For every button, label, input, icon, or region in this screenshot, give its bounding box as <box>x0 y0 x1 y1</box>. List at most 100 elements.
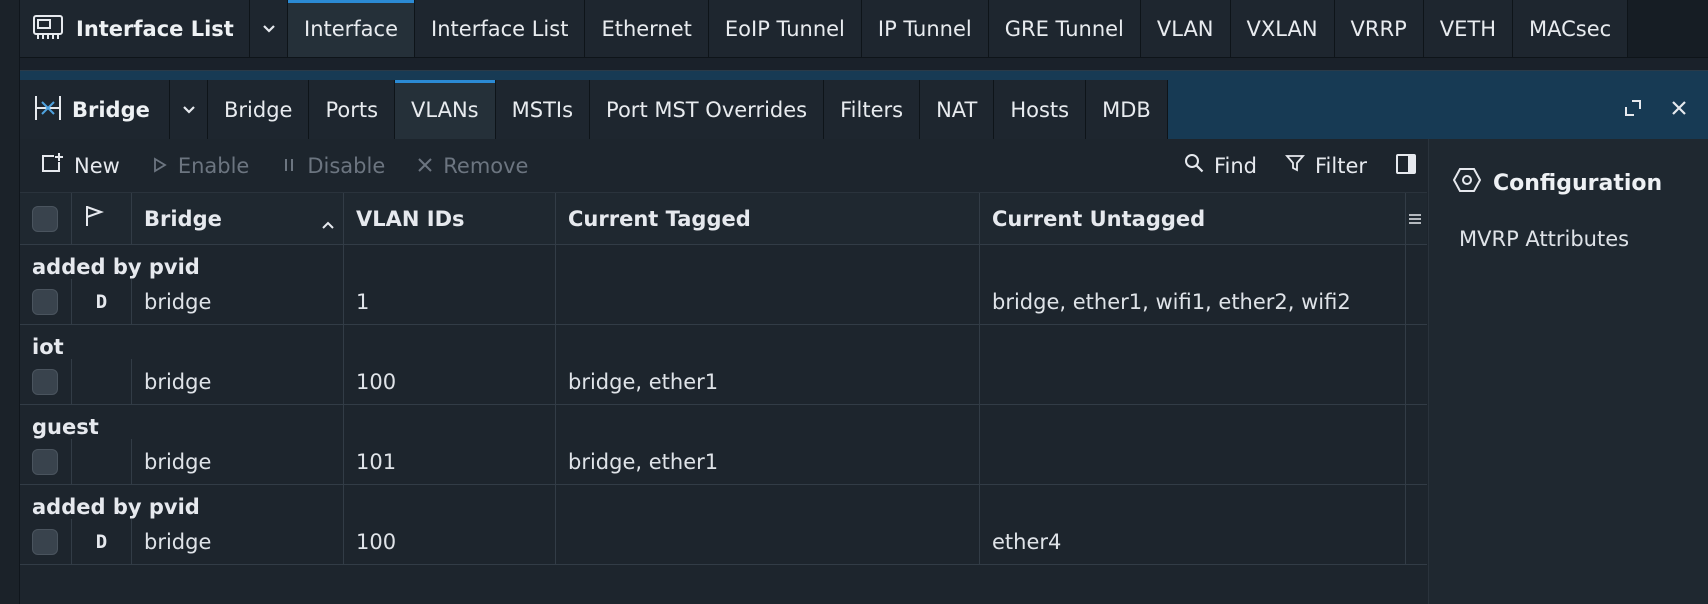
hexagon-icon <box>1452 167 1482 199</box>
table-row[interactable]: bridge 100 bridge, ether1 <box>20 359 1427 404</box>
row-checkbox[interactable] <box>20 439 72 484</box>
tab-ports[interactable]: Ports <box>309 80 396 139</box>
header-select-all-checkbox[interactable] <box>20 193 72 244</box>
row-flag: D <box>72 279 132 324</box>
disable-button[interactable]: Disable <box>281 154 385 178</box>
tab-nat[interactable]: NAT <box>920 80 995 139</box>
remove-button[interactable]: Remove <box>417 154 528 178</box>
row-checkbox[interactable] <box>20 279 72 324</box>
cell-bridge: bridge <box>132 359 344 404</box>
header-bridge[interactable]: Bridge <box>132 193 344 244</box>
header-current-tagged[interactable]: Current Tagged <box>556 193 980 244</box>
column-menu-icon[interactable] <box>1406 193 1427 244</box>
filter-button[interactable]: Filter <box>1285 153 1367 178</box>
top-tab-vrrp[interactable]: VRRP <box>1334 0 1424 57</box>
tab-bridge[interactable]: Bridge <box>208 80 310 139</box>
new-button[interactable]: New <box>40 152 120 179</box>
header-current-untagged[interactable]: Current Untagged <box>980 193 1406 244</box>
interface-list-icon <box>32 12 64 46</box>
top-tab-interface-list[interactable]: Interface List <box>415 0 586 57</box>
table-row[interactable]: D bridge 100 ether4 <box>20 519 1427 564</box>
top-title-label: Interface List <box>76 16 234 41</box>
top-tab-macsec[interactable]: MACsec <box>1513 0 1629 57</box>
window-title-label: Bridge <box>72 97 150 122</box>
top-tab-ethernet[interactable]: Ethernet <box>585 0 709 57</box>
tab-vlans[interactable]: VLANs <box>395 80 496 139</box>
row-flag <box>72 359 132 404</box>
table-group: added by pvid D bridge 100 ether4 <box>20 485 1427 565</box>
bridge-icon <box>32 93 64 127</box>
group-label-row: iot <box>20 325 1427 359</box>
header-current-tagged-label: Current Tagged <box>568 206 751 231</box>
filter-label: Filter <box>1314 153 1367 178</box>
cell-current-tagged: bridge, ether1 <box>556 359 980 404</box>
enable-button[interactable]: Enable <box>152 153 250 178</box>
cell-vlan-ids: 100 <box>344 519 556 564</box>
header-flag[interactable] <box>72 193 132 244</box>
disable-label: Disable <box>307 153 386 178</box>
top-tab-eoip-tunnel[interactable]: EoIP Tunnel <box>708 0 862 57</box>
search-icon <box>1184 153 1204 178</box>
cell-current-untagged: bridge, ether1, wifi1, ether2, wifi2 <box>980 279 1406 324</box>
table-row[interactable]: bridge 101 bridge, ether1 <box>20 439 1427 484</box>
pause-icon <box>281 154 297 178</box>
row-flag <box>72 439 132 484</box>
spacer <box>344 245 556 279</box>
tab-port-mst-overrides[interactable]: Port MST Overrides <box>590 80 825 139</box>
new-label: New <box>74 153 120 178</box>
x-icon <box>417 154 433 178</box>
group-label-row: added by pvid <box>20 245 1427 279</box>
cell-current-untagged <box>980 359 1406 404</box>
top-chevron-down-icon[interactable] <box>250 0 288 57</box>
table-row[interactable]: D bridge 1 bridge, ether1, wifi1, ether2… <box>20 279 1427 324</box>
spacer <box>344 325 556 359</box>
top-tab-ip-tunnel[interactable]: IP Tunnel <box>861 0 989 57</box>
configuration-section[interactable]: Configuration <box>1429 139 1708 199</box>
top-tab-gre-tunnel[interactable]: GRE Tunnel <box>988 0 1141 57</box>
table-group: iot bridge 100 bridge, ether1 <box>20 325 1427 405</box>
top-title[interactable]: Interface List <box>20 0 250 57</box>
tab-mstis[interactable]: MSTIs <box>495 80 591 139</box>
new-icon <box>40 152 64 179</box>
cell-current-tagged <box>556 279 980 324</box>
table-header: Bridge VLAN IDs Current Tagged Current U… <box>20 193 1427 245</box>
maximize-icon[interactable] <box>1624 99 1642 121</box>
filter-icon <box>1285 153 1305 178</box>
top-tab-veth[interactable]: VETH <box>1423 0 1514 57</box>
window-title[interactable]: Bridge <box>20 80 170 139</box>
header-vlan-ids-label: VLAN IDs <box>356 206 465 231</box>
top-tab-vlan[interactable]: VLAN <box>1140 0 1231 57</box>
row-checkbox[interactable] <box>20 359 72 404</box>
mvrp-attributes-link[interactable]: MVRP Attributes <box>1459 227 1630 251</box>
tab-filters[interactable]: Filters <box>824 80 921 139</box>
row-checkbox[interactable] <box>20 519 72 564</box>
close-icon[interactable] <box>1670 99 1688 121</box>
enable-label: Enable <box>177 153 250 178</box>
remove-label: Remove <box>443 153 529 178</box>
window-chevron-down-icon[interactable] <box>170 80 208 139</box>
cell-current-tagged: bridge, ether1 <box>556 439 980 484</box>
toolbar: New Enable Disable Remove Find Filter <box>20 139 1427 193</box>
cell-vlan-ids: 1 <box>344 279 556 324</box>
left-gutter <box>0 0 20 604</box>
spacer <box>556 485 980 519</box>
cell-vlan-ids: 100 <box>344 359 556 404</box>
spacer <box>556 325 980 359</box>
header-bridge-label: Bridge <box>144 206 222 231</box>
tab-hosts[interactable]: Hosts <box>994 80 1087 139</box>
header-current-untagged-label: Current Untagged <box>992 206 1206 231</box>
tab-mdb[interactable]: MDB <box>1086 80 1168 139</box>
header-vlan-ids[interactable]: VLAN IDs <box>344 193 556 244</box>
vlans-table: Bridge VLAN IDs Current Tagged Current U… <box>20 193 1427 565</box>
top-tab-vxlan[interactable]: VXLAN <box>1230 0 1335 57</box>
group-label-row: added by pvid <box>20 485 1427 519</box>
top-tab-interface[interactable]: Interface <box>288 0 416 57</box>
group-label: added by pvid <box>20 245 344 279</box>
cell-current-untagged <box>980 439 1406 484</box>
side-panel-toggle-icon[interactable] <box>1395 153 1417 179</box>
table-group: guest bridge 101 bridge, ether1 <box>20 405 1427 485</box>
find-button[interactable]: Find <box>1184 153 1257 178</box>
spacer <box>980 245 1406 279</box>
sort-ascending-icon <box>321 211 335 235</box>
